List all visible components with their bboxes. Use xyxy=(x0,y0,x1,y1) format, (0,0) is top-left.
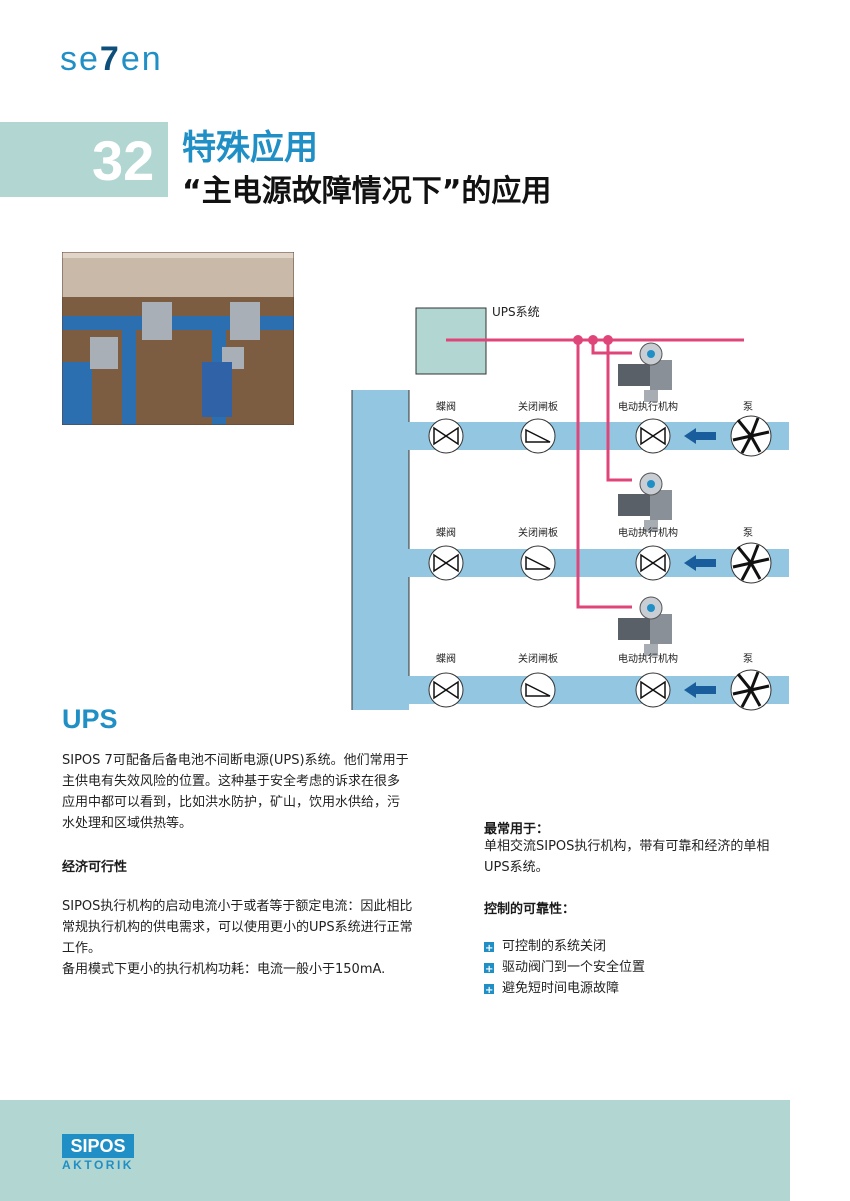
ups-label: UPS系统 xyxy=(492,305,540,319)
pipe-row-2 xyxy=(409,549,789,577)
diagram-row-3: 蝶阀 关闭闸板 电动执行机构 泵 xyxy=(428,652,772,711)
logo-part-en: en xyxy=(120,40,163,78)
diagram-row-1: 蝶阀 关闭闸板 电动执行机构 泵 xyxy=(428,400,772,457)
bullet-text: 可控制的系统关闭 xyxy=(502,939,607,954)
diagram-row-2: 蝶阀 关闭闸板 电动执行机构 泵 xyxy=(428,526,772,584)
label-pump: 泵 xyxy=(743,653,753,665)
collector-pipe xyxy=(352,390,409,710)
aktorik-logo-text: AKTORIK xyxy=(62,1158,134,1172)
economics-heading: 经济可行性 xyxy=(62,860,128,875)
list-item: 可控制的系统关闭 xyxy=(484,936,645,959)
label-butterfly-valve: 蝶阀 xyxy=(436,526,456,539)
pipe-row-3 xyxy=(409,676,789,704)
list-item: 驱动阀门到一个安全位置 xyxy=(484,957,646,980)
logo-part-se: se xyxy=(60,40,100,78)
list-item: 避免短时间电源故障 xyxy=(484,978,645,1001)
chapter-number: 32 xyxy=(92,129,155,192)
plus-bullet-icon xyxy=(484,938,494,959)
logo-part-7: 7 xyxy=(99,40,121,78)
reliability-bullets: 可控制的系统关闭 驱动阀门到一个安全位置 避免短时间电源故障 xyxy=(484,936,646,1001)
seven-logo: se7en xyxy=(60,40,163,79)
sipos-logo: SIPOS xyxy=(62,1134,134,1158)
label-gate: 关闭闸板 xyxy=(518,526,558,539)
pipe-row-1 xyxy=(409,422,789,450)
reliability-heading: 控制的可靠性： xyxy=(484,902,576,917)
standby-power-text: 备用模式下更小的执行机构功耗：电流一般小于150mA. xyxy=(62,962,386,977)
installation-photo xyxy=(62,252,294,425)
actuator-3 xyxy=(618,596,672,656)
ups-heading: UPS xyxy=(62,704,118,734)
actuator-1 xyxy=(618,342,672,402)
bullet-text: 避免短时间电源故障 xyxy=(502,981,620,996)
flow-arrow-icon xyxy=(684,555,716,571)
label-actuator: 电动执行机构 xyxy=(618,400,678,413)
bullet-text: 驱动阀门到一个安全位置 xyxy=(502,960,646,975)
most-used-text: 单相交流SIPOS执行机构，带有可靠和经济的单相UPS系统。 xyxy=(484,839,770,875)
label-gate: 关闭闸板 xyxy=(518,652,558,665)
flow-arrow-icon xyxy=(684,682,716,698)
most-used-heading: 最常用于： xyxy=(484,822,550,837)
label-actuator: 电动执行机构 xyxy=(618,526,678,539)
plus-bullet-icon xyxy=(484,980,494,1001)
actuator-2 xyxy=(618,472,672,532)
label-butterfly-valve: 蝶阀 xyxy=(436,400,456,413)
label-gate: 关闭闸板 xyxy=(518,400,558,413)
section-title: 特殊应用 xyxy=(182,128,318,168)
plus-bullet-icon xyxy=(484,959,494,980)
label-pump: 泵 xyxy=(743,401,753,413)
flow-arrow-icon xyxy=(684,428,716,444)
label-pump: 泵 xyxy=(743,527,753,539)
ups-paragraph: SIPOS 7可配备后备电池不间断电源(UPS)系统。他们常用于主供电有失效风险… xyxy=(62,753,409,831)
page-title: “主电源故障情况下”的应用 xyxy=(182,174,552,209)
label-actuator: 电动执行机构 xyxy=(618,652,678,665)
label-butterfly-valve: 蝶阀 xyxy=(436,652,456,665)
ups-piping-diagram: UPS系统 蝶阀 关闭闸板 电动执行机构 泵 xyxy=(351,305,789,711)
header-band xyxy=(0,122,168,197)
economics-paragraph: SIPOS执行机构的启动电流小于或者等于额定电流：因此相比常规执行机构的供电需求… xyxy=(62,899,413,956)
